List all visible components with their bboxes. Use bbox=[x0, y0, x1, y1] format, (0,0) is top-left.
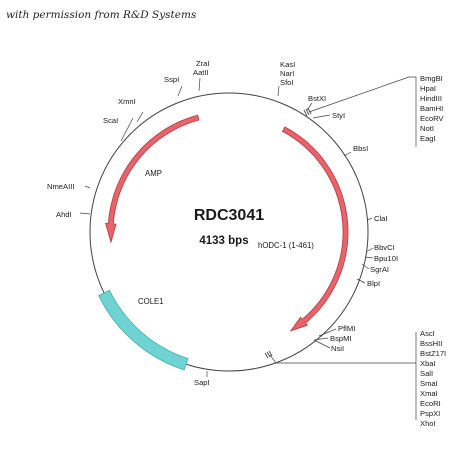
mcs-top-item: BmgBI bbox=[420, 74, 443, 83]
mcs-bottom-item: EcoRI bbox=[420, 399, 441, 408]
site-label: BspMI bbox=[330, 334, 352, 343]
mcs-top-item: HpaI bbox=[420, 84, 436, 93]
mcs-bottom-item: BstZ17I bbox=[420, 349, 446, 358]
mcs-top-item: NotI bbox=[420, 124, 434, 133]
mcs-bottom-item: PspXI bbox=[420, 409, 440, 418]
site-label: ClaI bbox=[374, 214, 388, 223]
tick-styi bbox=[312, 114, 331, 119]
site-label: ZraI bbox=[196, 59, 210, 68]
tick-ahdi bbox=[79, 212, 91, 215]
site-label: BbsI bbox=[353, 144, 368, 153]
site-label: KasI bbox=[280, 60, 295, 69]
plasmid-name: RDC3041 bbox=[194, 207, 264, 224]
mcs-top-item: EcoRV bbox=[420, 114, 444, 123]
mcs-bottom-item: XbaI bbox=[420, 359, 436, 368]
mcs-top-item: EagI bbox=[420, 134, 436, 143]
site-label: SfoI bbox=[280, 78, 294, 87]
tick-sspi bbox=[177, 85, 183, 97]
site-label: BbvCI bbox=[374, 243, 395, 252]
mcs-bottom-marker bbox=[264, 350, 273, 359]
tick-bspmi bbox=[313, 337, 329, 341]
plasmid-size: 4133 bps bbox=[199, 235, 248, 247]
cole1-label: COLE1 bbox=[138, 297, 164, 306]
tick-bbsi bbox=[343, 151, 352, 157]
tick-bpu10i bbox=[364, 256, 374, 259]
mcs-bottom-item: XhoI bbox=[420, 419, 436, 428]
mcs-bottom-item: AscI bbox=[420, 329, 435, 338]
mcs-bottom-item: SalI bbox=[420, 369, 433, 378]
mcs-top-item: BamHI bbox=[420, 104, 443, 113]
site-label: PflMI bbox=[338, 324, 355, 333]
hodc1-label: hODC-1 (1-461) bbox=[258, 241, 314, 250]
site-label: SapI bbox=[194, 378, 210, 387]
site-ticks bbox=[79, 76, 417, 420]
mcs-bottom-item: SmaI bbox=[420, 379, 438, 388]
tick-blpi bbox=[356, 278, 366, 284]
mcs-top-marker bbox=[303, 107, 312, 117]
site-label: SgrAI bbox=[370, 265, 389, 274]
mcs-top-item: HindIII bbox=[420, 94, 442, 103]
tick-pflmi bbox=[318, 328, 337, 337]
site-label: AhdI bbox=[56, 210, 72, 219]
tick-bbvci bbox=[365, 247, 374, 253]
credit-text: with permission from R&D Systems bbox=[6, 9, 197, 21]
mcs-top-leader bbox=[308, 76, 416, 113]
mcs-bottom-item: BssHII bbox=[420, 339, 442, 348]
amp-label: AMP bbox=[145, 169, 162, 178]
site-label: StyI bbox=[332, 111, 345, 120]
site-label: NmeAIII bbox=[47, 182, 74, 191]
site-label: SspI bbox=[164, 75, 179, 84]
tick-kasi-nari-sfoi bbox=[277, 85, 280, 97]
site-label: XmnI bbox=[118, 97, 136, 106]
site-label: BstXI bbox=[308, 94, 326, 103]
site-label: Bpu10I bbox=[374, 254, 398, 263]
mcs-bottom-item: XmaI bbox=[420, 389, 438, 398]
tick-nmeaiii bbox=[84, 185, 91, 189]
tick-scai bbox=[120, 117, 134, 142]
amp-feature-arc bbox=[105, 114, 200, 244]
mcs-bottom-leader bbox=[269, 354, 416, 364]
cole1-feature-arc bbox=[98, 289, 189, 371]
tick-bstxi bbox=[306, 102, 313, 111]
tick-clai bbox=[366, 217, 373, 221]
tick-sgrai bbox=[361, 263, 370, 270]
site-label: AatII bbox=[193, 68, 209, 77]
tick-xmni bbox=[136, 111, 144, 123]
tick-nsii bbox=[313, 339, 331, 349]
site-label: NarI bbox=[280, 69, 294, 78]
site-label: NsiI bbox=[331, 344, 344, 353]
hodc1-feature-arc bbox=[281, 126, 349, 332]
site-label: ScaI bbox=[103, 116, 118, 125]
site-label: BlpI bbox=[367, 279, 380, 288]
plasmid-backbone bbox=[89, 92, 369, 372]
tick-zrai-aatii bbox=[198, 77, 201, 92]
